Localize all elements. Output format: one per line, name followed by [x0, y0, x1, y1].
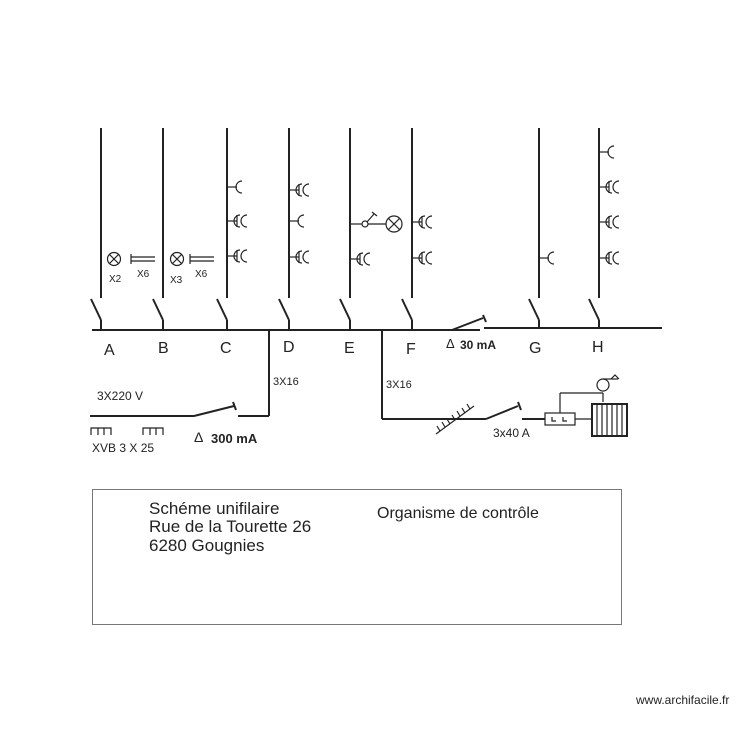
rcd-30ma-label: 30 mA — [460, 338, 496, 352]
feed-cable-right-label: 3X16 — [386, 379, 412, 391]
circuit-e-feeder — [339, 128, 351, 330]
rcd-delta-symbol: Δ — [446, 336, 455, 351]
title-line-1: Schéme unifilaire — [149, 499, 280, 518]
double-socket-outlet-icon — [289, 183, 310, 197]
double-socket-outlet-icon — [599, 251, 620, 265]
circuit-label-g: G — [529, 340, 541, 357]
main-terminal-icon — [142, 427, 164, 435]
circuit-f-feeder — [401, 128, 413, 330]
lamp-icon — [169, 251, 185, 267]
control-organisation-label: Organisme de contrôle — [377, 505, 539, 522]
circuit-label-e: E — [344, 340, 355, 357]
title-line-3: 6280 Gougnies — [149, 536, 265, 555]
socket-outlet-icon — [599, 145, 615, 159]
double-socket-outlet-icon — [289, 250, 310, 264]
lamp-icon — [385, 215, 403, 233]
circuit-label-c: C — [220, 340, 232, 357]
fluorescent-tube-icon — [189, 254, 214, 264]
socket-outlet-icon — [289, 214, 305, 228]
circuit-label-d: D — [283, 339, 295, 356]
circuit-h-feeder — [588, 128, 600, 328]
thermostat-icon — [596, 374, 620, 392]
circuit-b-feeder — [152, 128, 164, 330]
circuit-a-feeder — [90, 128, 102, 330]
circuit-label-f: F — [406, 341, 416, 358]
rcd-delta-symbol: Δ — [194, 429, 203, 445]
main-terminal-icon — [90, 427, 112, 435]
circuit-g-feeder — [528, 128, 540, 328]
socket-outlet-icon — [539, 251, 555, 265]
double-socket-outlet-icon — [599, 215, 620, 229]
fluorescent-tube-icon — [130, 254, 155, 264]
circuit-label-a: A — [104, 342, 115, 359]
circuit-c-feeder — [216, 128, 228, 330]
rcd-30ma-switch — [451, 314, 487, 331]
double-socket-outlet-icon — [599, 180, 620, 194]
heating-feed-line — [381, 330, 545, 420]
double-socket-outlet-icon — [350, 252, 371, 266]
contactor-icon — [544, 392, 604, 426]
lamp-count-label: X3 — [170, 275, 183, 286]
feed-cable-left-label: 3X16 — [273, 376, 299, 388]
double-socket-outlet-icon — [227, 214, 248, 228]
circuit-d-feeder — [278, 128, 290, 330]
double-socket-outlet-icon — [227, 249, 248, 263]
watermark: www.archifacile.fr — [636, 693, 730, 707]
circuit-label-h: H — [592, 339, 604, 356]
double-socket-outlet-icon — [412, 251, 433, 265]
tube-count-label: X6 — [195, 269, 208, 280]
ground-electrode-icon — [435, 403, 475, 435]
circuit-label-b: B — [158, 340, 169, 357]
radiator-icon — [591, 403, 628, 437]
socket-outlet-icon — [227, 180, 243, 194]
title-block — [92, 489, 622, 625]
supply-feed-line — [90, 330, 270, 417]
title-line-2: Rue de la Tourette 26 — [149, 517, 312, 536]
supply-voltage-label: 3X220 V — [97, 389, 143, 403]
double-socket-outlet-icon — [412, 215, 433, 229]
rcd-300ma-label: 300 mA — [211, 431, 258, 446]
lamp-icon — [106, 251, 122, 267]
main-cable-label: XVB 3 X 25 — [92, 441, 154, 455]
switch-icon — [350, 211, 386, 228]
breaker-rating-label: 3x40 A — [493, 426, 530, 440]
lamp-count-label: X2 — [109, 274, 122, 285]
tube-count-label: X6 — [137, 269, 150, 280]
